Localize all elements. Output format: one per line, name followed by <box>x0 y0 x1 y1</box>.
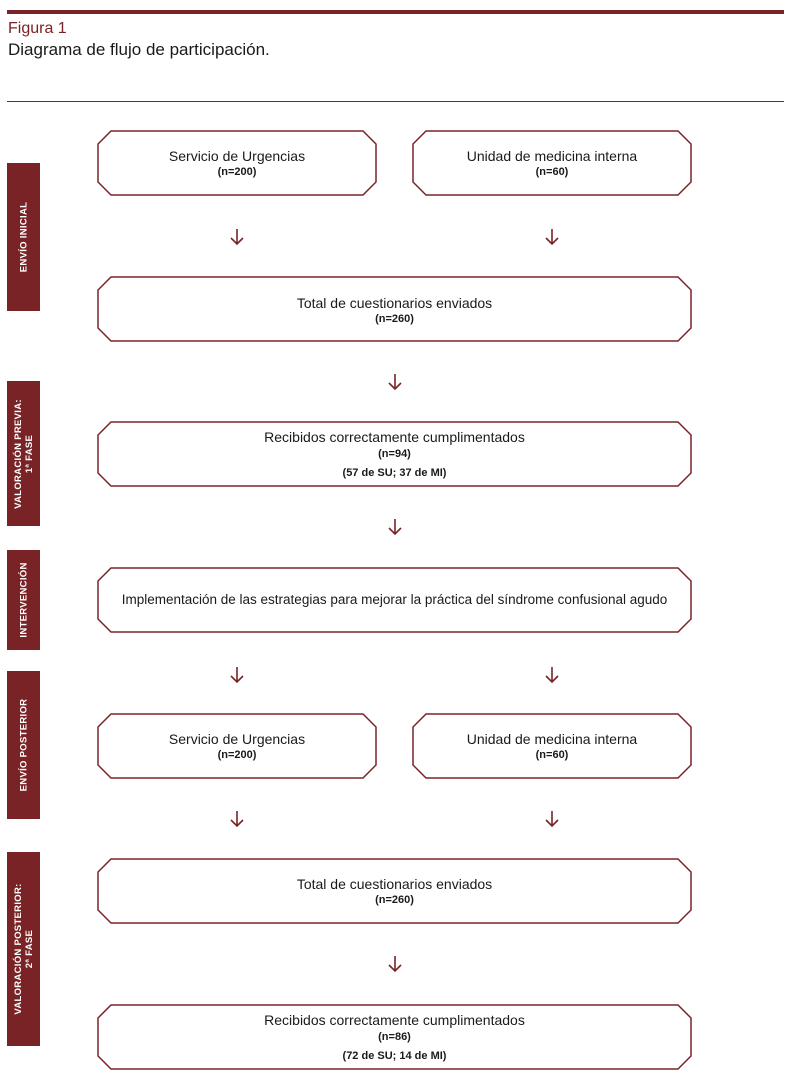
node-label: Unidad de medicina interna <box>466 148 638 164</box>
node-label: Servicio de Urgencias <box>168 731 306 747</box>
phase-valoracion-posterior: VALORACIÓN POSTERIOR:2ª FASE <box>7 852 40 1046</box>
node-medicina-interna-1: Unidad de medicina interna (n=60) <box>412 130 692 196</box>
phase-envio-inicial: ENVÍO INICIAL <box>7 163 40 311</box>
node-total-enviados-1: Total de cuestionarios enviados (n=260) <box>97 276 692 342</box>
node-total-enviados-2: Total de cuestionarios enviados (n=260) <box>97 858 692 924</box>
arrow-down-icon <box>545 811 559 828</box>
node-count: (n=260) <box>375 894 414 906</box>
node-count: (n=60) <box>535 749 569 761</box>
phase-label: VALORACIÓN POSTERIOR:2ª FASE <box>13 883 35 1014</box>
arrow-down-icon <box>230 229 244 246</box>
figure-title: Diagrama de flujo de participación. <box>8 40 270 59</box>
node-label: Recibidos correctamente cumplimentados <box>264 429 525 445</box>
node-count: (n=86) <box>378 1031 411 1043</box>
node-count: (n=200) <box>217 166 257 178</box>
arrow-down-icon <box>545 229 559 246</box>
node-detail: (57 de SU; 37 de MI) <box>342 467 447 479</box>
node-count: (n=260) <box>375 313 414 325</box>
arrow-down-icon <box>388 956 402 973</box>
node-label: Total de cuestionarios enviados <box>296 876 493 892</box>
phase-label: INTERVENCIÓN <box>18 562 29 638</box>
node-label: Recibidos correctamente cumplimentados <box>264 1012 525 1028</box>
node-recibidos-1: Recibidos correctamente cumplimentados (… <box>97 421 692 487</box>
node-count: (n=60) <box>535 166 569 178</box>
node-label: Implementación de las estrategias para m… <box>121 592 668 607</box>
phase-label-line2: 2ª FASE <box>23 929 35 969</box>
phase-label: VALORACIÓN PREVIA:1ª FASE <box>13 399 35 509</box>
node-label: Total de cuestionarios enviados <box>296 295 493 311</box>
node-count: (n=94) <box>378 448 411 460</box>
node-servicio-urgencias-1: Servicio de Urgencias (n=200) <box>97 130 377 196</box>
phase-envio-posterior: ENVÍO POSTERIOR <box>7 671 40 819</box>
phase-intervencion: INTERVENCIÓN <box>7 550 40 650</box>
arrow-down-icon <box>230 811 244 828</box>
node-label: Unidad de medicina interna <box>466 731 638 747</box>
arrow-down-icon <box>388 519 402 536</box>
header-divider <box>7 101 784 102</box>
phase-label-line1: VALORACIÓN PREVIA: <box>12 398 24 509</box>
node-intervencion: Implementación de las estrategias para m… <box>97 567 692 633</box>
phase-valoracion-previa: VALORACIÓN PREVIA:1ª FASE <box>7 381 40 526</box>
arrow-down-icon <box>545 667 559 684</box>
phase-label: ENVÍO INICIAL <box>18 201 29 273</box>
top-rule <box>7 10 784 14</box>
arrow-down-icon <box>388 374 402 391</box>
node-detail: (72 de SU; 14 de MI) <box>342 1050 447 1062</box>
node-recibidos-2: Recibidos correctamente cumplimentados (… <box>97 1004 692 1070</box>
figure-label: Figura 1 <box>8 20 67 37</box>
node-servicio-urgencias-2: Servicio de Urgencias (n=200) <box>97 713 377 779</box>
arrow-down-icon <box>230 667 244 684</box>
phase-label: ENVÍO POSTERIOR <box>18 698 29 792</box>
node-label: Servicio de Urgencias <box>168 148 306 164</box>
phase-label-line1: VALORACIÓN POSTERIOR: <box>12 883 24 1015</box>
node-count: (n=200) <box>217 749 257 761</box>
phase-label-line2: 1ª FASE <box>23 434 35 473</box>
node-medicina-interna-2: Unidad de medicina interna (n=60) <box>412 713 692 779</box>
